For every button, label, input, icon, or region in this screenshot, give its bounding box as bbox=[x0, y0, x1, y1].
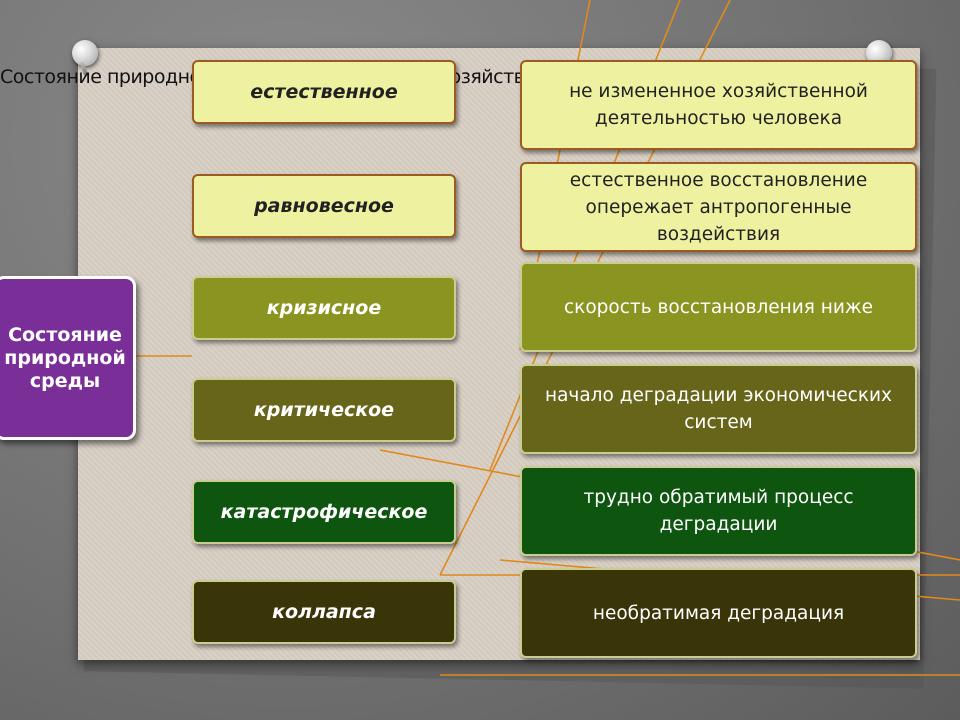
description-catastrophic: трудно обратимый процесс деградации bbox=[520, 466, 917, 556]
description-crisis: скорость восстановления ниже bbox=[520, 262, 917, 352]
state-crisis: кризисное bbox=[192, 276, 456, 340]
pushpin-icon bbox=[72, 40, 98, 66]
state-critical: критическое bbox=[192, 378, 456, 442]
description-collapse: необратимая деградация bbox=[520, 568, 917, 658]
paper-background bbox=[78, 48, 920, 660]
description-equilibrium: естественное восстановление опережает ан… bbox=[520, 162, 917, 252]
state-collapse: коллапса bbox=[192, 580, 456, 644]
root-node: Состояние природной среды bbox=[0, 276, 136, 440]
state-catastrophic: катастрофическое bbox=[192, 480, 456, 544]
state-equilibrium: равновесное bbox=[192, 174, 456, 238]
description-critical: начало деградации экономических систем bbox=[520, 364, 917, 454]
state-natural: естественное bbox=[192, 60, 456, 124]
description-natural: не измененное хозяйственной деятельность… bbox=[520, 60, 917, 150]
